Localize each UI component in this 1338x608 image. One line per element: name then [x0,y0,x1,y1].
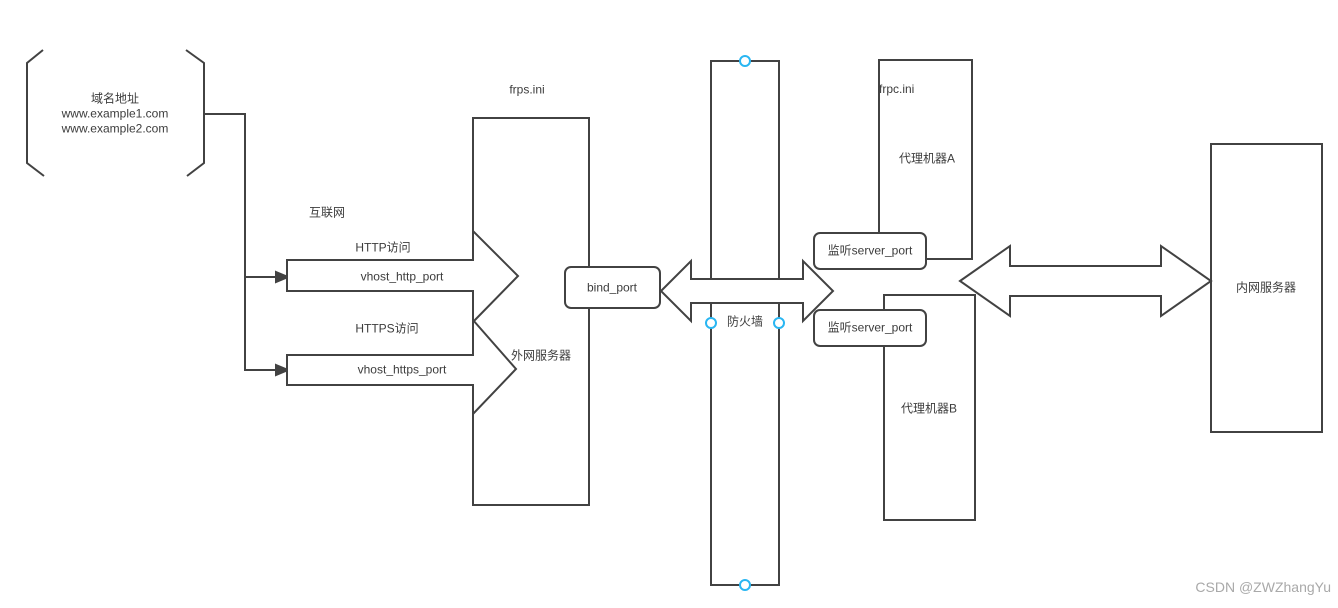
csdn-watermark: CSDN @ZWZhangYu [1195,579,1331,595]
domain-address-text: 域名地址 www.example1.com www.example2.com [62,92,169,137]
double-arrow-server-proxy[interactable] [659,258,835,324]
firewall-box[interactable] [710,60,780,586]
bind-port-label: bind_port [586,280,638,295]
frps-ini-label: frps.ini [509,82,545,97]
http-access-label: HTTP访问 [355,240,411,255]
arrowhead-https [275,363,291,377]
listen-port-b-box[interactable] [813,309,927,347]
proxy-machine-b-label: 代理机器B [900,401,958,416]
external-server-box[interactable] [472,117,590,506]
connector-domain-to-https[interactable] [204,113,276,371]
proxy-machine-a-label: 代理机器A [898,151,956,166]
arrowhead-http [275,270,291,284]
domain-address-line2: www.example2.com [61,121,169,136]
bind-port-box[interactable] [564,266,661,309]
internet-label: 互联网 [308,205,346,220]
internal-server-label: 内网服务器 [1235,280,1297,295]
https-block-arrow[interactable] [286,317,518,417]
frpc-ini-label: frpc.ini [879,82,915,96]
https-access-label: HTTPS访问 [355,321,419,336]
firewall-handle-left[interactable] [705,317,717,329]
http-block-arrow[interactable] [286,228,520,325]
domain-address-line1: www.example1.com [61,106,169,121]
listen-port-a-box[interactable] [813,232,927,270]
domain-bracket-right[interactable] [185,49,205,177]
firewall-handle-bottom[interactable] [739,579,751,591]
domain-address-title: 域名地址 [90,91,139,106]
vhost-https-port-label: vhost_https_port [357,362,447,377]
listen-server-port-b-label: 监听server_port [827,320,913,335]
double-arrow-proxy-internal[interactable] [958,244,1213,318]
listen-server-port-a-label: 监听server_port [827,243,913,258]
internal-server-box[interactable] [1210,143,1323,433]
external-server-label: 外网服务器 [510,348,572,363]
vhost-http-port-label: vhost_http_port [360,269,444,284]
firewall-handle-top[interactable] [739,55,751,67]
firewall-label: 防火墙 [726,314,764,329]
firewall-handle-right[interactable] [773,317,785,329]
domain-bracket-left[interactable] [26,49,45,177]
